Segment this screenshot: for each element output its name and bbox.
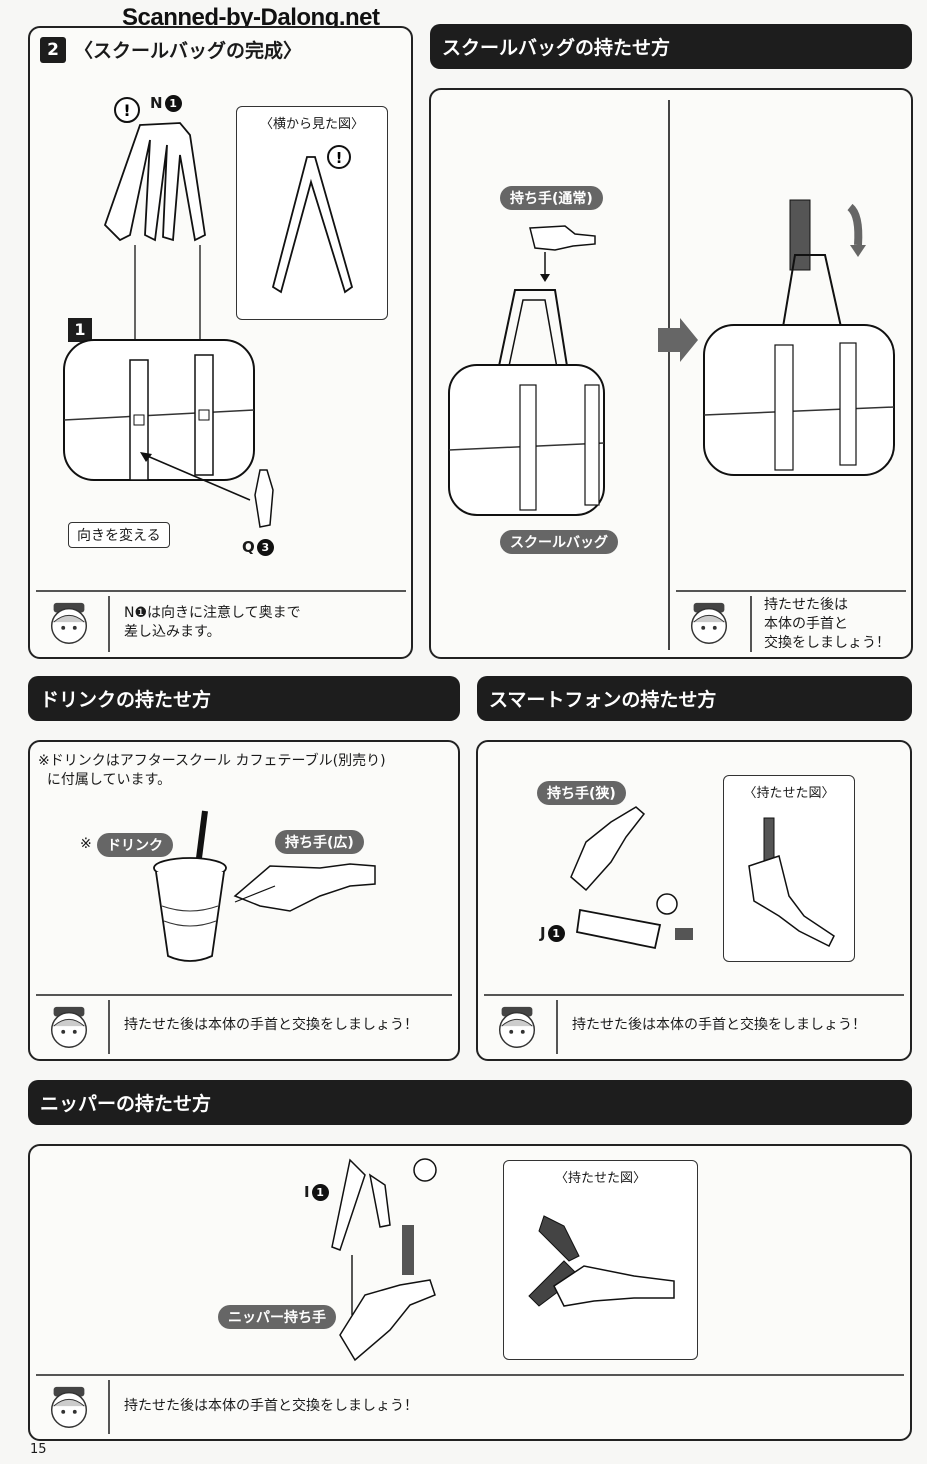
part-1-badge: 1 bbox=[68, 318, 92, 342]
panel5-vdivider bbox=[108, 1380, 110, 1434]
nipper-icon bbox=[331, 1158, 437, 1315]
panel-drink bbox=[28, 740, 460, 1061]
avatar-icon bbox=[50, 1006, 88, 1048]
page-number: 15 bbox=[30, 1442, 47, 1457]
keychain-arrow bbox=[140, 452, 251, 501]
header-drink: ドリンクの持たせ方 bbox=[28, 676, 460, 721]
header-nipper: ニッパーの持たせ方 bbox=[28, 1080, 912, 1125]
bag-held-illustration bbox=[703, 199, 895, 476]
step-title: 2 〈スクールバッグの完成〉 bbox=[40, 36, 302, 63]
step-title-text: 〈スクールバッグの完成〉 bbox=[74, 40, 303, 62]
panel-nipper bbox=[28, 1144, 912, 1441]
nipper-handle-label: ニッパー持ち手 bbox=[218, 1305, 336, 1329]
panel5-note: 持たせた後は本体の手首と交換をしましょう！ bbox=[124, 1398, 418, 1414]
side-view-illustration: ! bbox=[271, 145, 354, 294]
strap-illustration: ! bbox=[103, 97, 206, 360]
header-bag-hold: スクールバッグの持たせ方 bbox=[430, 24, 912, 69]
panel3-note: 持たせた後は本体の手首と交換をしましょう！ bbox=[124, 1017, 418, 1033]
handle-narrow-label: 持ち手(狭) bbox=[537, 781, 626, 805]
keychain-icon bbox=[254, 469, 274, 528]
panel5-divider bbox=[36, 1374, 904, 1376]
side-view-box: 〈横から見た図〉 ! bbox=[236, 106, 388, 320]
hand-narrow-icon bbox=[570, 806, 646, 892]
avatar-icon bbox=[498, 1006, 536, 1048]
panel3-vdivider bbox=[108, 1000, 110, 1054]
nipper-held-title: 〈持たせた図〉 bbox=[554, 1171, 646, 1186]
drink-cup-icon bbox=[153, 810, 227, 962]
avatar-icon bbox=[50, 602, 88, 644]
school-bag-label: スクールバッグ bbox=[500, 530, 618, 554]
bag-illustration bbox=[63, 339, 255, 481]
pen-icon bbox=[656, 893, 693, 940]
phone-held-illustration bbox=[748, 817, 835, 948]
handle-wide-label: 持ち手(広) bbox=[275, 830, 364, 854]
svg-text:!: ! bbox=[123, 101, 130, 120]
avatar-icon bbox=[50, 1386, 88, 1428]
panel2-divider bbox=[676, 590, 906, 592]
drink-caption: ※ドリンクはアフタースクール カフェテーブル(別売り) に付属しています。 bbox=[38, 753, 386, 788]
panel1-divider bbox=[36, 590, 406, 592]
hand-normal-icon bbox=[529, 225, 596, 251]
arrow-down bbox=[540, 252, 550, 282]
panel2-note: 持たせた後は 本体の手首と 交換をしましょう！ bbox=[764, 597, 890, 651]
arrow-right-icon bbox=[658, 318, 698, 362]
drink-mark: ※ bbox=[80, 836, 92, 852]
panel1-vdivider bbox=[108, 596, 110, 652]
panel4-note: 持たせた後は本体の手首と交換をしましょう！ bbox=[572, 1017, 866, 1033]
hand-wide-icon bbox=[233, 863, 376, 912]
panel2-center-divider bbox=[668, 100, 670, 650]
nipper-held-view-box: 〈持たせた図〉 bbox=[503, 1160, 698, 1360]
panel4-divider bbox=[484, 994, 904, 996]
avatar-icon bbox=[690, 602, 728, 644]
header-phone: スマートフォンの持たせ方 bbox=[477, 676, 912, 721]
panel3-divider bbox=[36, 994, 452, 996]
phone-held-title: 〈持たせた図〉 bbox=[743, 786, 835, 801]
svg-text:!: ! bbox=[336, 149, 343, 167]
bag-hold-illustration bbox=[448, 289, 605, 516]
step-number: 2 bbox=[40, 36, 66, 63]
drink-label: ドリンク bbox=[97, 833, 173, 857]
handle-normal-label: 持ち手(通常) bbox=[500, 186, 603, 210]
nipper-held-illustration bbox=[528, 1215, 675, 1307]
panel2-vdivider bbox=[750, 596, 752, 652]
panel1-note: N❶は向きに注意して奥まで 差し込みます。 bbox=[124, 605, 301, 640]
hand-nipper-icon bbox=[339, 1279, 436, 1362]
side-view-title: 〈横から見た図〉 bbox=[259, 117, 364, 132]
phone-icon bbox=[575, 908, 662, 950]
phone-held-view-box: 〈持たせた図〉 bbox=[723, 775, 855, 962]
panel4-vdivider bbox=[556, 1000, 558, 1054]
turn-direction-label: 向きを変える bbox=[68, 522, 170, 548]
